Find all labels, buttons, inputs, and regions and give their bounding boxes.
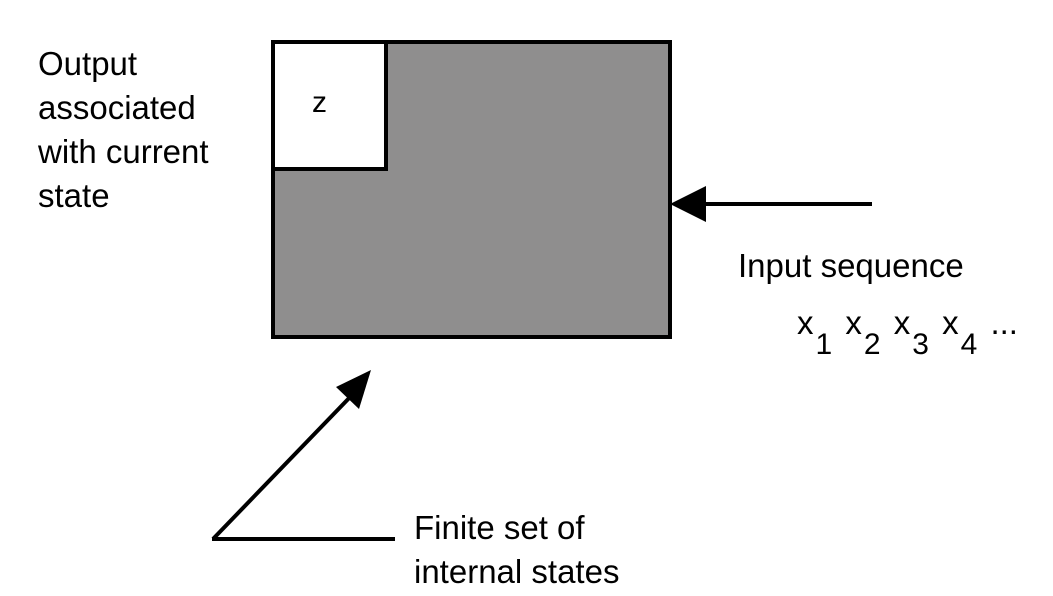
symbol: x — [942, 304, 959, 341]
symbol: x — [893, 304, 911, 341]
input-symbol: x4 — [942, 303, 977, 361]
internal-states-line: internal states — [414, 553, 620, 590]
input-sequence-label: Input sequence — [738, 247, 964, 284]
output-label-line: Output — [38, 45, 138, 82]
input-sequence: x1 x2 x3 x4 ... — [797, 303, 1018, 361]
subscript: 3 — [912, 328, 929, 361]
subscript: 1 — [815, 328, 833, 361]
subscript: 2 — [863, 328, 881, 361]
subscript: 4 — [960, 328, 978, 361]
input-symbol: x3 — [893, 303, 929, 361]
symbol: x — [797, 304, 814, 341]
states-pointer-diagonal — [211, 391, 356, 541]
internal-states-label: Finite set of internal states — [414, 506, 619, 594]
output-label-line: associated — [38, 89, 196, 126]
output-symbol-z: z — [312, 86, 327, 119]
output-label-line: with current — [38, 133, 209, 170]
output-label-line: state — [38, 177, 110, 214]
input-symbol: x2 — [845, 303, 880, 361]
output-label: Output associated with current state — [38, 42, 268, 218]
states-arrowhead — [336, 370, 371, 409]
input-symbol: x1 — [797, 303, 832, 361]
ellipsis: ... — [990, 304, 1018, 341]
input-arrowhead — [670, 186, 706, 222]
symbol: x — [845, 304, 862, 341]
output-box — [271, 40, 388, 171]
internal-states-line: Finite set of — [414, 509, 585, 546]
